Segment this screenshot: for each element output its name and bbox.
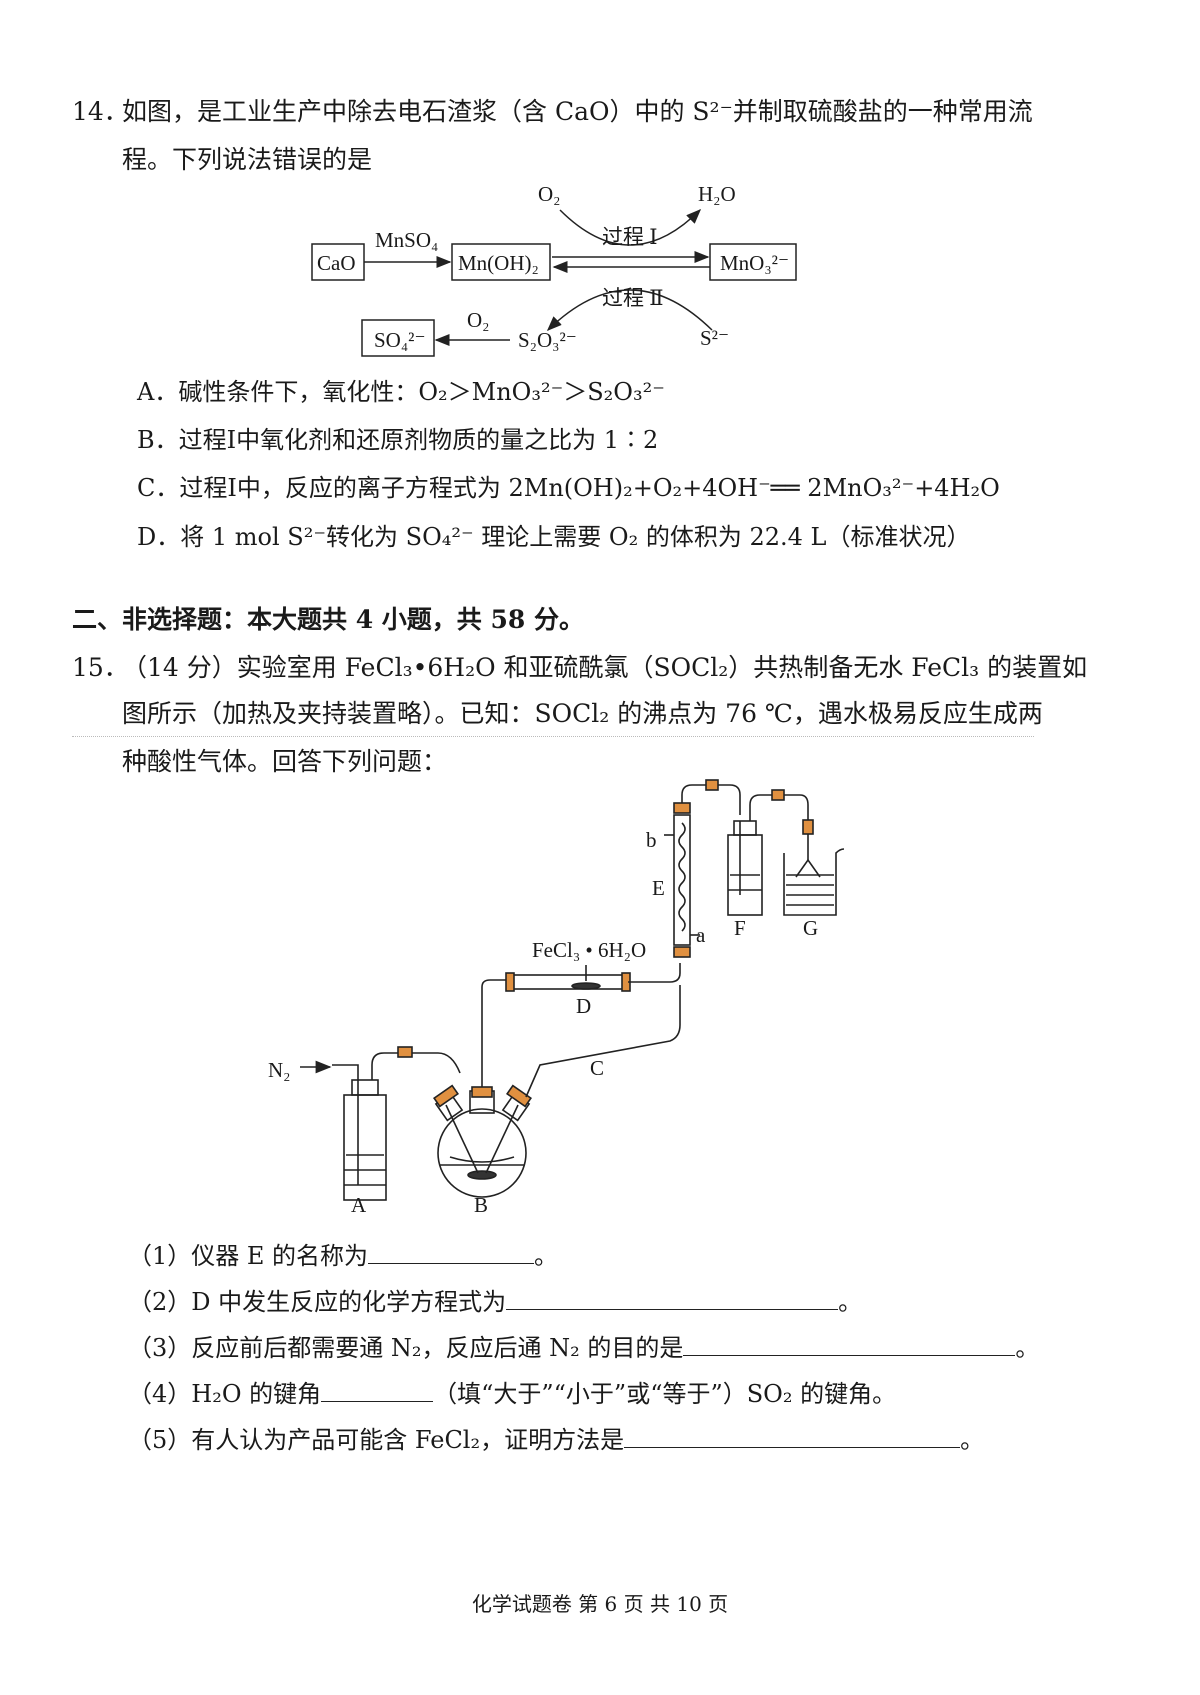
q14-number: 14． [72, 97, 129, 126]
q14-flow-diagram [311, 208, 797, 357]
bottle-a [332, 1046, 461, 1201]
q15-sub4-tail: （填“大于”“小于”或“等于”）SO₂ 的键角。 [433, 1380, 897, 1408]
so4-box [361, 319, 435, 357]
section2-heading: 二、非选择题：本大题共 4 小题，共 58 分。 [72, 605, 585, 634]
q15-number: 15． [72, 653, 129, 682]
flow-cao: CaO [317, 251, 356, 275]
q15-sub3-text: （3）反应前后都需要通 N₂，反应后通 N₂ 的目的是 [128, 1334, 684, 1362]
q15-sub4-text: （4）H₂O 的键角 [128, 1380, 322, 1408]
q14-option-b: B．过程Ⅰ中氧化剂和还原剂物质的量之比为 1∶2 [137, 426, 659, 454]
mno3-box [709, 243, 797, 281]
q15-sub2: （2）D 中发生反应的化学方程式为 。 [128, 1282, 862, 1317]
label-port-b: b [646, 828, 657, 852]
q15-sub2-blank[interactable] [506, 1285, 839, 1310]
q14-option-d: D．将 1 mol S²⁻转化为 SO₄²⁻ 理论上需要 O₂ 的体积为 22.… [137, 523, 971, 551]
q15-sub1-text: （1）仪器 E 的名称为 [128, 1242, 369, 1270]
q15-sub1: （1）仪器 E 的名称为 。 [128, 1236, 558, 1271]
label-f: F [734, 916, 746, 940]
label-fecl3: FeCl₃ • 6H₂O [532, 938, 647, 962]
flow-mnso4: MnSO₄ [375, 228, 439, 252]
q15-sub3-blank[interactable] [683, 1331, 1016, 1356]
q15-sub3-end: 。 [1015, 1334, 1040, 1362]
q15-sub1-blank[interactable] [368, 1239, 535, 1264]
q15-sub4-blank[interactable] [321, 1377, 434, 1402]
bottle-f [727, 805, 763, 916]
label-n2: N₂ [268, 1058, 291, 1082]
q14-stem-line1: 如图，是工业生产中除去电石渣浆（含 CaO）中的 S²⁻并制取硫酸盐的一种常用流 [122, 97, 1033, 126]
q14-stem-line2: 程。下列说法错误的是 [122, 145, 373, 174]
label-port-a: a [696, 923, 706, 947]
flow-s2: S²⁻ [700, 326, 730, 350]
label-a: A [351, 1193, 367, 1217]
page-footer: 化学试题卷 第 6 页 共 10 页 [471, 1592, 729, 1616]
flow-process1: 过程 Ⅰ [602, 225, 658, 249]
label-e: E [652, 876, 665, 900]
label-b: B [474, 1193, 489, 1217]
q14-option-a: A．碱性条件下，氧化性：O₂＞MnO₃²⁻＞S₂O₃²⁻ [137, 378, 665, 406]
q15-sub2-end: 。 [838, 1288, 863, 1316]
q15-sub5-end: 。 [960, 1426, 985, 1454]
q15-stem-line2: 图所示（加热及夹持装置略）。已知：SOCl₂ 的沸点为 76 ℃，遇水极易反应生… [122, 699, 1043, 728]
flow-mnoh2: Mn(OH)₂ [458, 251, 539, 275]
q15-sub3: （3）反应前后都需要通 N₂，反应后通 N₂ 的目的是 。 [128, 1328, 1039, 1363]
q15-stem-line3: 种酸性气体。回答下列问题： [122, 747, 448, 776]
flow-so4: SO₄²⁻ [374, 328, 426, 352]
q15-sub2-text: （2）D 中发生反应的化学方程式为 [128, 1288, 507, 1316]
condenser-e [664, 795, 700, 958]
flask-b [433, 1084, 532, 1198]
label-c: C [590, 1056, 605, 1080]
q15-apparatus-diagram [300, 779, 845, 1201]
process1-curve [559, 208, 702, 246]
flow-process2: 过程 Ⅱ [602, 286, 664, 310]
q15-sub5-blank[interactable] [624, 1423, 961, 1448]
q15-sub1-end: 。 [534, 1242, 559, 1270]
flow-h2o: H₂O [698, 182, 736, 206]
q14-option-c: C．过程Ⅰ中，反应的离子方程式为 2Mn(OH)₂+O₂+4OH⁻══ 2MnO… [137, 474, 1000, 502]
flow-o2-top: O₂ [538, 182, 561, 206]
label-d: D [576, 994, 592, 1018]
flow-s2o3: S₂O₃²⁻ [518, 328, 577, 352]
tube-d [505, 965, 631, 992]
q15-sub5: （5）有人认为产品可能含 FeCl₂，证明方法是 。 [128, 1420, 984, 1455]
divider-dotted [72, 736, 1034, 737]
process2-curve [546, 289, 713, 332]
q15-stem-line1: （14 分）实验室用 FeCl₃•6H₂O 和亚硫酰氯（SOCl₂）共热制备无水… [122, 653, 1088, 682]
q15-sub4: （4）H₂O 的键角 （填“大于”“小于”或“等于”）SO₂ 的键角。 [128, 1374, 896, 1409]
beaker-g [783, 848, 845, 916]
flow-mno3: MnO₃²⁻ [720, 251, 790, 275]
mnoh2-box [451, 243, 551, 281]
q15-sub5-text: （5）有人认为产品可能含 FeCl₂，证明方法是 [128, 1426, 625, 1454]
flow-o2-bottom: O₂ [467, 308, 490, 332]
label-g: G [803, 916, 819, 940]
